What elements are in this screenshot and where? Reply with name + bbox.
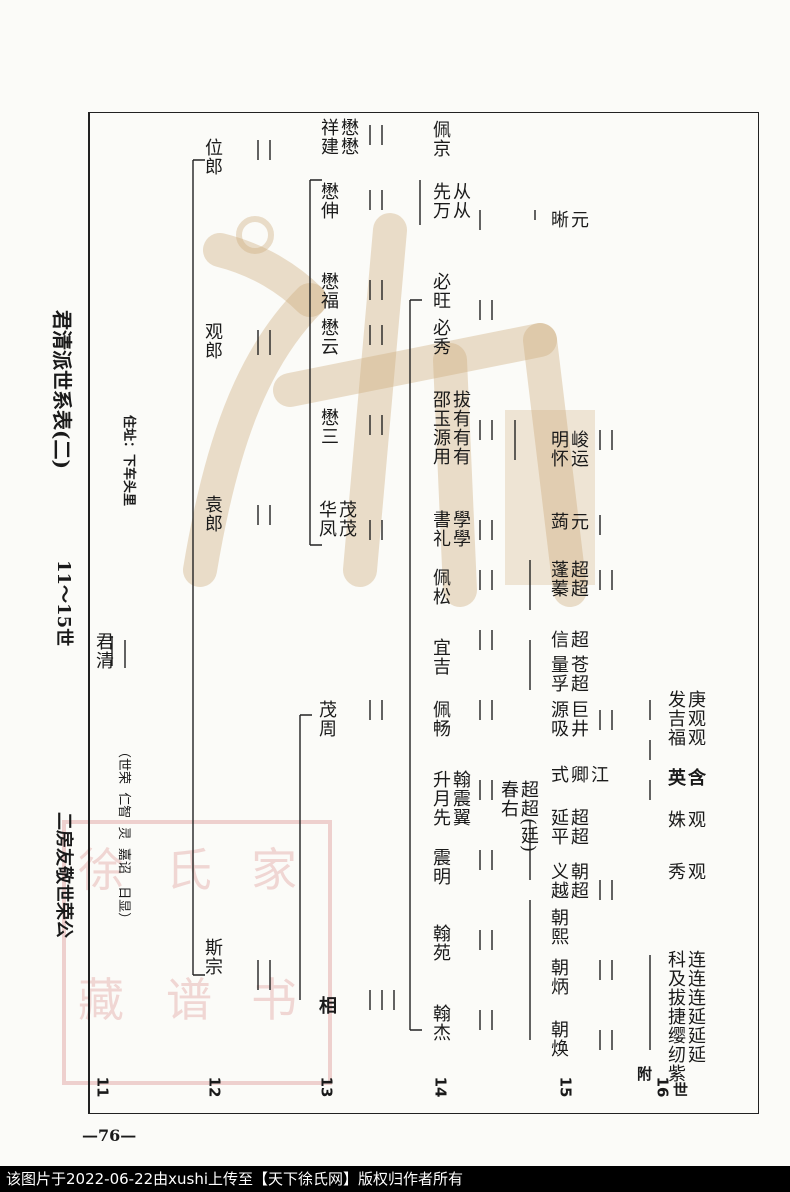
- person-g13: 懋伸: [318, 182, 339, 220]
- table-frame: [88, 112, 759, 1114]
- person-g15: 苍超 量孚: [548, 655, 589, 693]
- watermark-logo: [183, 213, 595, 607]
- person-g15: 巨井 源吸: [548, 700, 589, 738]
- seal-char: 谱: [166, 973, 212, 1027]
- person-g15: 朝超 义越: [548, 862, 589, 900]
- lineage-lines: [111, 125, 651, 1050]
- person-g15: 元 晰: [548, 210, 589, 229]
- gen-label-appendix: 附: [635, 1066, 653, 1082]
- person-g14: 學學 書礼: [430, 510, 471, 548]
- person-g15: 江 卿 式: [548, 765, 609, 784]
- gen-label-shi: 世: [671, 1082, 689, 1098]
- document-page: 徐 氏 家 藏 谱 书 二房友敬世荣公 11～15世 君清派世系表(二) 住址：…: [50, 112, 759, 1145]
- person-g15: 超超(廷) 春右: [498, 780, 539, 854]
- person-g12: 斯宗: [202, 938, 223, 976]
- person-g13: 懋福: [318, 272, 339, 310]
- person-g13: 懋云: [318, 318, 339, 356]
- person-g15: 朝熙: [548, 908, 569, 946]
- person-g14: 必旺: [430, 272, 451, 310]
- person-g14: 佩畅: [430, 700, 451, 738]
- person-g14: 翰杰: [430, 1004, 451, 1042]
- person-g14: 震明: [430, 848, 451, 886]
- gen-label-fu: 附: [635, 1066, 653, 1082]
- person-g15: 朝焕: [548, 1020, 569, 1058]
- person-g16: 观 姝: [665, 810, 706, 829]
- person-g16: 庚观观 发吉福: [665, 690, 706, 747]
- person-g13: 茂周: [316, 700, 337, 738]
- seal-char: 家: [251, 843, 297, 897]
- person-g12: 位郎: [202, 138, 223, 176]
- person-g13: 懋懋 祥建: [318, 118, 359, 156]
- person-g15: 超超 延平: [548, 808, 589, 846]
- seal-watermark: 徐 氏 家 藏 谱 书: [62, 820, 332, 1085]
- person-g15: 超超 蓬蓁: [548, 560, 589, 598]
- seal-char: 徐: [78, 843, 124, 897]
- upload-notice-bar: 该图片于2022-06-22由xushi上传至【天下徐氏网】版权归作者所有: [0, 1166, 790, 1192]
- person-g13: 茂茂 华凤: [316, 500, 357, 538]
- person-g16: 连连连延延延 科及拔捷缨纫紫: [665, 950, 706, 1083]
- person-g13: 懋三: [318, 408, 339, 446]
- person-g11: 君清: [93, 632, 114, 670]
- person-g14: 佩京: [430, 120, 451, 158]
- seal-char: 藏: [78, 973, 124, 1027]
- person-g12: 袁郎: [202, 495, 223, 533]
- person-g14: 宜吉: [430, 638, 451, 676]
- person-g13: 相: [316, 996, 337, 1015]
- person-g16: 观 秀: [665, 862, 706, 881]
- person-g16: 含 英: [665, 768, 706, 787]
- person-g14: 翰苑: [430, 924, 451, 962]
- person-g14: 佩松: [430, 568, 451, 606]
- person-g15: 超 信: [548, 630, 589, 649]
- person-g14: 翰震翼 升月先: [430, 770, 471, 827]
- person-g14: 从从 先万: [430, 182, 471, 220]
- person-g14: 必秀: [430, 318, 451, 356]
- person-g12: 观郎: [202, 322, 223, 360]
- person-g15: 元 蒟: [548, 512, 589, 531]
- person-g15: 朝炳: [548, 958, 569, 996]
- person-g15: 峻运 明怀: [548, 430, 589, 468]
- seal-char: 氏: [166, 843, 212, 897]
- page-number: —76—: [82, 1126, 137, 1145]
- person-g14: 拔有有有 邵玉源用: [430, 390, 471, 466]
